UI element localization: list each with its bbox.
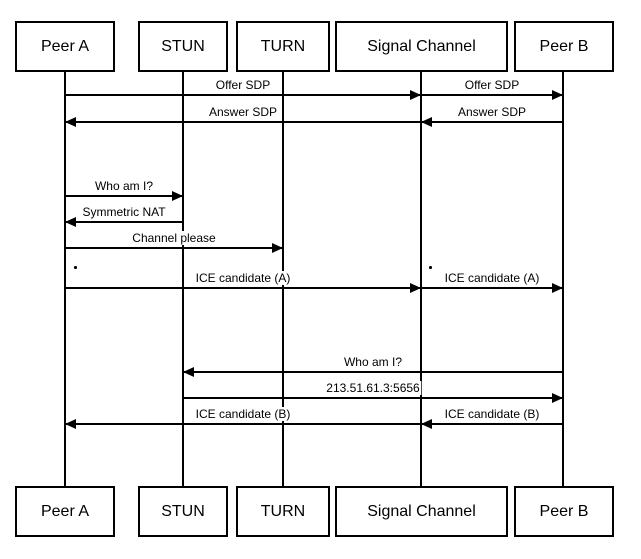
participant-label: Peer B <box>539 502 589 520</box>
ellipsis-dot <box>74 266 77 269</box>
message-label: Answer SDP <box>455 105 529 119</box>
participant-box-bottom-turn: TURN <box>236 486 330 537</box>
participant-box-top-turn: TURN <box>236 21 330 72</box>
participant-label: STUN <box>161 502 205 520</box>
arrowhead-icon <box>552 392 563 403</box>
participant-box-bottom-peer-b: Peer B <box>514 486 614 537</box>
arrowhead-icon <box>172 190 183 201</box>
message-line <box>421 287 563 289</box>
lifeline-signal-channel <box>420 71 422 486</box>
arrowhead-icon <box>421 116 432 127</box>
participant-box-top-peer-a: Peer A <box>15 21 115 72</box>
message-label: ICE candidate (B) <box>442 407 542 421</box>
participant-box-bottom-stun: STUN <box>138 486 228 537</box>
message-label: 213.51.61.3:5656 <box>324 381 422 395</box>
arrowhead-icon <box>410 282 421 293</box>
participant-box-top-peer-b: Peer B <box>514 21 614 72</box>
message-label: ICE candidate (A) <box>442 271 542 285</box>
message-label: Offer SDP <box>462 78 522 92</box>
participant-box-bottom-peer-a: Peer A <box>15 486 115 537</box>
arrowhead-icon <box>65 418 76 429</box>
message-label: Answer SDP <box>206 105 280 119</box>
participant-label: Peer A <box>40 37 90 55</box>
message-label: Offer SDP <box>213 78 273 92</box>
arrowhead-icon <box>65 216 76 227</box>
message-label: ICE candidate (B) <box>193 407 293 421</box>
message-line <box>421 121 563 123</box>
lifeline-stun <box>182 71 184 486</box>
participant-label: Peer B <box>539 37 589 55</box>
message-line <box>421 94 563 96</box>
message-line <box>421 423 563 425</box>
message-line <box>65 94 421 96</box>
message-line <box>65 247 283 249</box>
arrowhead-icon <box>421 418 432 429</box>
participant-box-bottom-signal-channel: Signal Channel <box>335 486 508 537</box>
arrowhead-icon <box>183 366 194 377</box>
participant-box-top-signal-channel: Signal Channel <box>335 21 508 72</box>
message-line <box>65 423 421 425</box>
message-label: Who am I? <box>92 179 156 193</box>
message-label: Who am I? <box>341 355 405 369</box>
message-line <box>65 287 421 289</box>
ellipsis-dot <box>429 266 432 269</box>
arrowhead-icon <box>410 89 421 100</box>
participant-label: Signal Channel <box>367 37 476 55</box>
message-line <box>65 221 183 223</box>
participant-label: Peer A <box>40 502 90 520</box>
participant-label: Signal Channel <box>367 502 476 520</box>
arrowhead-icon <box>65 116 76 127</box>
message-line <box>65 195 183 197</box>
participant-box-top-stun: STUN <box>138 21 228 72</box>
message-line <box>183 371 563 373</box>
participant-label: STUN <box>161 37 205 55</box>
lifeline-peer-a <box>64 71 66 486</box>
message-label: Channel please <box>130 231 218 245</box>
arrowhead-icon <box>552 282 563 293</box>
arrowhead-icon <box>272 242 283 253</box>
lifeline-peer-b <box>562 71 564 486</box>
participant-label: TURN <box>260 37 306 55</box>
participant-label: TURN <box>260 502 306 520</box>
message-label: ICE candidate (A) <box>193 271 293 285</box>
message-line <box>65 121 421 123</box>
message-label: Symmetric NAT <box>80 205 168 219</box>
arrowhead-icon <box>552 89 563 100</box>
message-line <box>183 397 563 399</box>
